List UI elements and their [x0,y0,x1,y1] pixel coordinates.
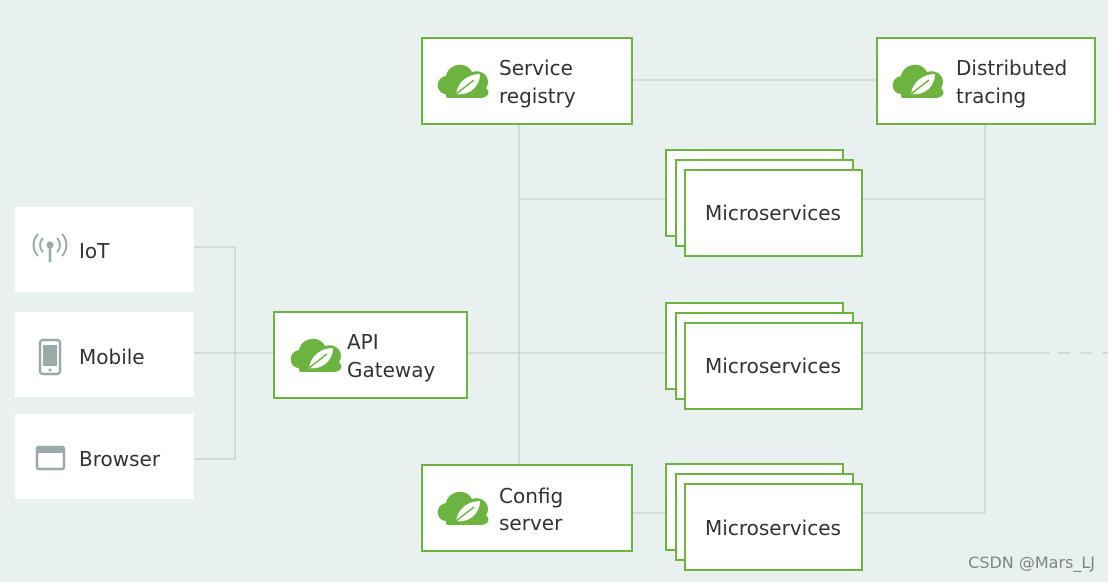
client-mobile: Mobile [15,312,194,397]
connectors [194,79,1108,514]
api-gateway-label-line2: Gateway [347,358,436,382]
browser-window-icon [35,445,66,471]
distributed-tracing-label-line2: tracing [956,84,1026,108]
antenna-icon [32,233,68,262]
api-gateway-box: API Gateway [273,311,468,399]
config-server-box: Config server [421,464,633,552]
microservices-label-bottom: Microservices [705,516,841,540]
distributed-tracing-box: Distributed tracing [876,37,1096,125]
microservices-stack-middle: Microservices [665,302,863,410]
config-server-label-line1: Config [499,484,563,508]
watermark-text: CSDN @Mars_LJ [968,553,1095,573]
microservices-stack-top: Microservices [665,149,863,257]
microservices-stack-bottom: Microservices [665,463,863,571]
service-registry-label-line2: registry [499,84,576,108]
mobile-phone-icon [38,338,62,376]
client-label-mobile: Mobile [79,345,145,369]
client-label-browser: Browser [79,447,161,471]
client-label-iot: IoT [79,239,110,263]
microservices-label-top: Microservices [705,201,841,225]
service-registry-box: Service registry [421,37,633,125]
client-browser: Browser [15,414,194,499]
distributed-tracing-label-line1: Distributed [956,56,1067,80]
api-gateway-label-line1: API [347,330,379,354]
client-iot: IoT [15,207,194,292]
config-server-label-line2: server [499,511,563,535]
microservices-label-middle: Microservices [705,354,841,378]
service-registry-label-line1: Service [499,56,573,80]
